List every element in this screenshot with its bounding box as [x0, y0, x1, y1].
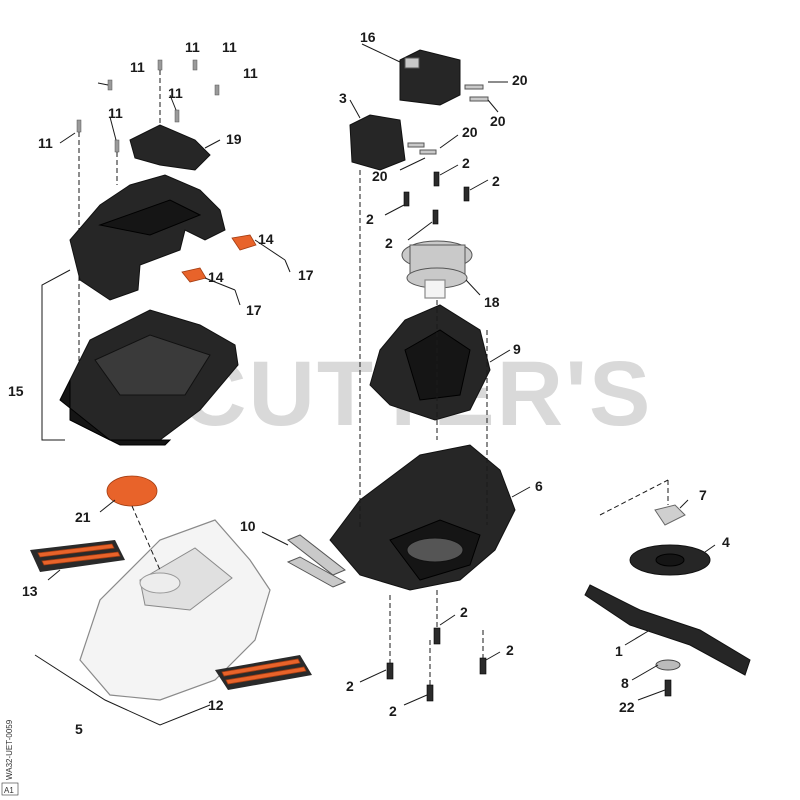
label-18: 18 — [484, 294, 500, 310]
clip-14-upper — [231, 234, 257, 251]
label-2: 2 — [462, 155, 470, 171]
label-6: 6 — [535, 478, 543, 494]
leader-lines — [47, 43, 716, 706]
label-2: 2 — [460, 604, 468, 620]
screws-2-lower — [386, 627, 487, 702]
clip-14-lower — [181, 267, 207, 283]
label-2: 2 — [506, 642, 514, 658]
clips-20 — [407, 84, 489, 155]
label-5: 5 — [75, 721, 83, 737]
screw-axis-lines — [78, 70, 161, 385]
label-11: 11 — [185, 39, 200, 55]
label-15: 15 — [8, 383, 24, 399]
decal-13 — [30, 540, 125, 572]
label-12: 12 — [208, 697, 224, 713]
upper-housing — [69, 174, 226, 301]
bracket-10 — [286, 534, 347, 588]
small-cover-19 — [129, 124, 211, 171]
label-2: 2 — [366, 211, 374, 227]
middle-axis-lines — [359, 170, 488, 685]
label-11: 11 — [168, 85, 183, 101]
label-11: 11 — [108, 105, 123, 121]
label-14: 14 — [208, 269, 224, 285]
label-21: 21 — [75, 509, 91, 525]
label-11: 11 — [38, 135, 53, 151]
blade-assembly — [584, 504, 751, 697]
label-9: 9 — [513, 341, 521, 357]
label-19: 19 — [226, 131, 242, 147]
label-17: 17 — [298, 267, 314, 283]
label-11: 11 — [130, 59, 145, 75]
label-20: 20 — [462, 124, 478, 140]
screws-2-upper — [403, 171, 470, 225]
drawing-code: WA32-UET-0059 — [5, 719, 14, 780]
drawing-code-box: A1 — [4, 786, 14, 795]
label-20: 20 — [372, 168, 388, 184]
label-22: 22 — [619, 699, 635, 715]
label-20: 20 — [512, 72, 528, 88]
label-8: 8 — [621, 675, 629, 691]
label-17: 17 — [246, 302, 262, 318]
module-3 — [349, 114, 406, 171]
label-14: 14 — [258, 231, 274, 247]
label-11: 11 — [222, 39, 237, 55]
label-1: 1 — [615, 643, 623, 659]
label-2: 2 — [389, 703, 397, 719]
label-4: 4 — [722, 534, 730, 550]
label-11: 11 — [243, 65, 258, 81]
decal-12 — [215, 655, 312, 690]
label-10: 10 — [240, 518, 256, 534]
badge-21 — [106, 475, 158, 507]
part-labels: 11 11 11 11 11 11 11 19 14 17 14 17 15 1… — [8, 29, 730, 737]
label-3: 3 — [339, 90, 347, 106]
label-20: 20 — [490, 113, 506, 129]
motor-18 — [401, 240, 473, 299]
label-2: 2 — [385, 235, 393, 251]
hood-5 — [79, 519, 271, 701]
label-7: 7 — [699, 487, 707, 503]
label-2: 2 — [492, 173, 500, 189]
label-13: 13 — [22, 583, 38, 599]
label-16: 16 — [360, 29, 376, 45]
label-2: 2 — [346, 678, 354, 694]
